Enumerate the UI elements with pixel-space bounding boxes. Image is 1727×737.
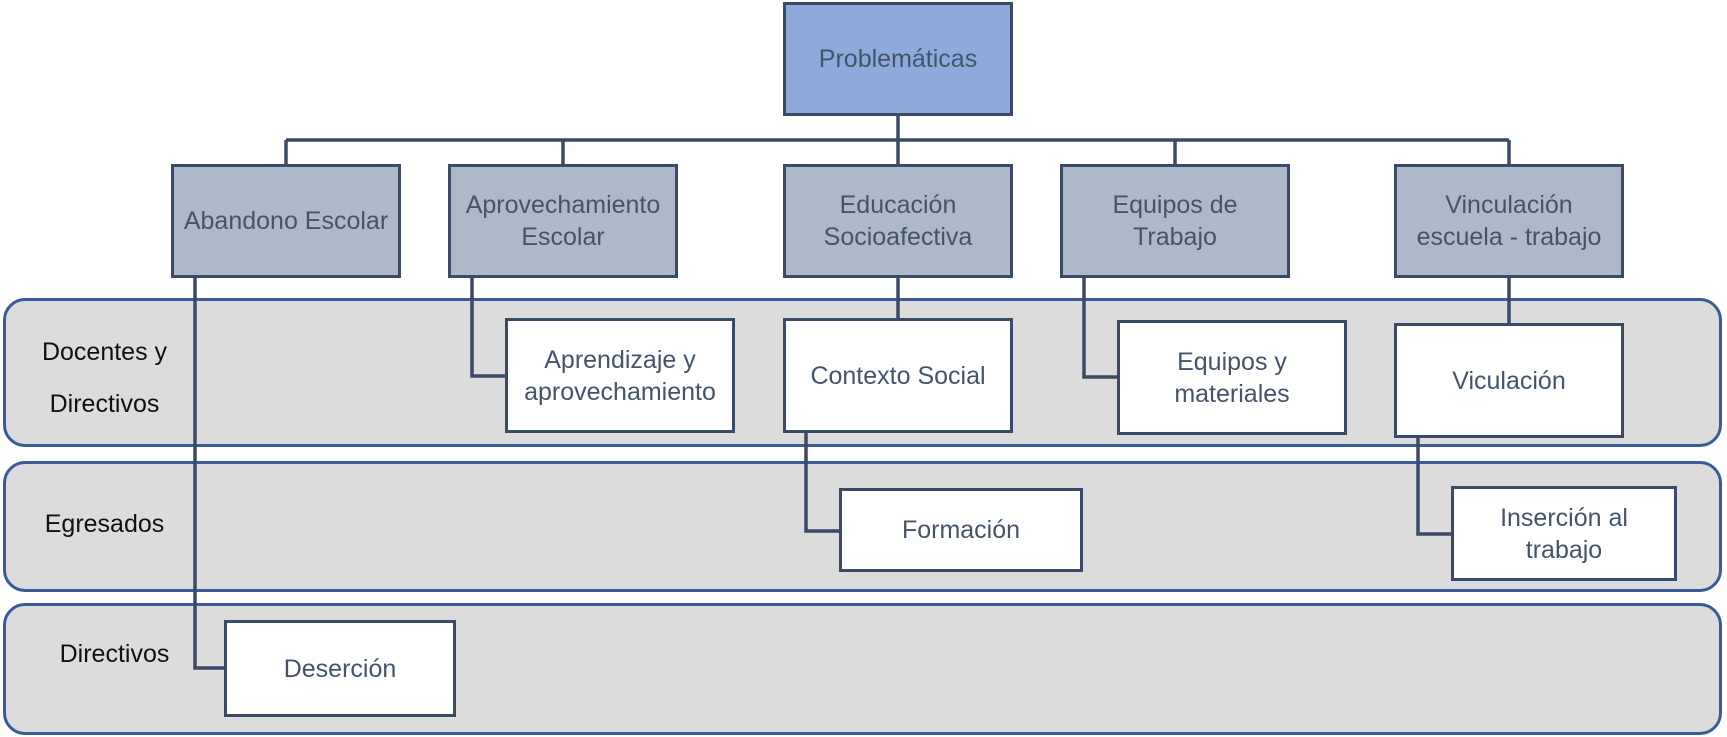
category-equipos-de-trabajo: Equipos de Trabajo — [1060, 164, 1290, 278]
connector-viculacion-insercion — [1416, 437, 1452, 536]
leaf-formacion: Formación — [839, 488, 1083, 572]
category-aprovechamiento-escolar: Aprovechamiento Escolar — [448, 164, 678, 278]
leaf-aprendizaje-aprovechamiento: Aprendizaje y aprovechamiento — [505, 318, 735, 433]
band-label-docentes-directivos: Docentes y Directivos — [41, 338, 168, 418]
band-label-egresados: Egresados — [44, 510, 165, 538]
band-label-directivos: Directivos — [59, 640, 170, 668]
leaf-equipos-materiales: Equipos y materiales — [1117, 320, 1347, 435]
connector-contexto-formacion — [804, 432, 840, 533]
connector-aprovechamiento-aprendizaje — [470, 278, 506, 378]
connector-equipos-materiales — [1082, 278, 1118, 379]
root-node-problematicas: Problemáticas — [783, 2, 1013, 116]
category-vinculacion-escuela-trabajo: Vinculación escuela - trabajo — [1394, 164, 1624, 278]
leaf-desercion: Deserción — [224, 620, 456, 717]
connector-abandono-desercion — [193, 278, 225, 670]
leaf-viculacion: Viculación — [1394, 323, 1624, 438]
category-abandono-escolar: Abandono Escolar — [171, 164, 401, 278]
leaf-contexto-social: Contexto Social — [783, 318, 1013, 433]
leaf-insercion-trabajo: Inserción al trabajo — [1451, 486, 1677, 581]
category-educacion-socioafectiva: Educación Socioafectiva — [783, 164, 1013, 278]
